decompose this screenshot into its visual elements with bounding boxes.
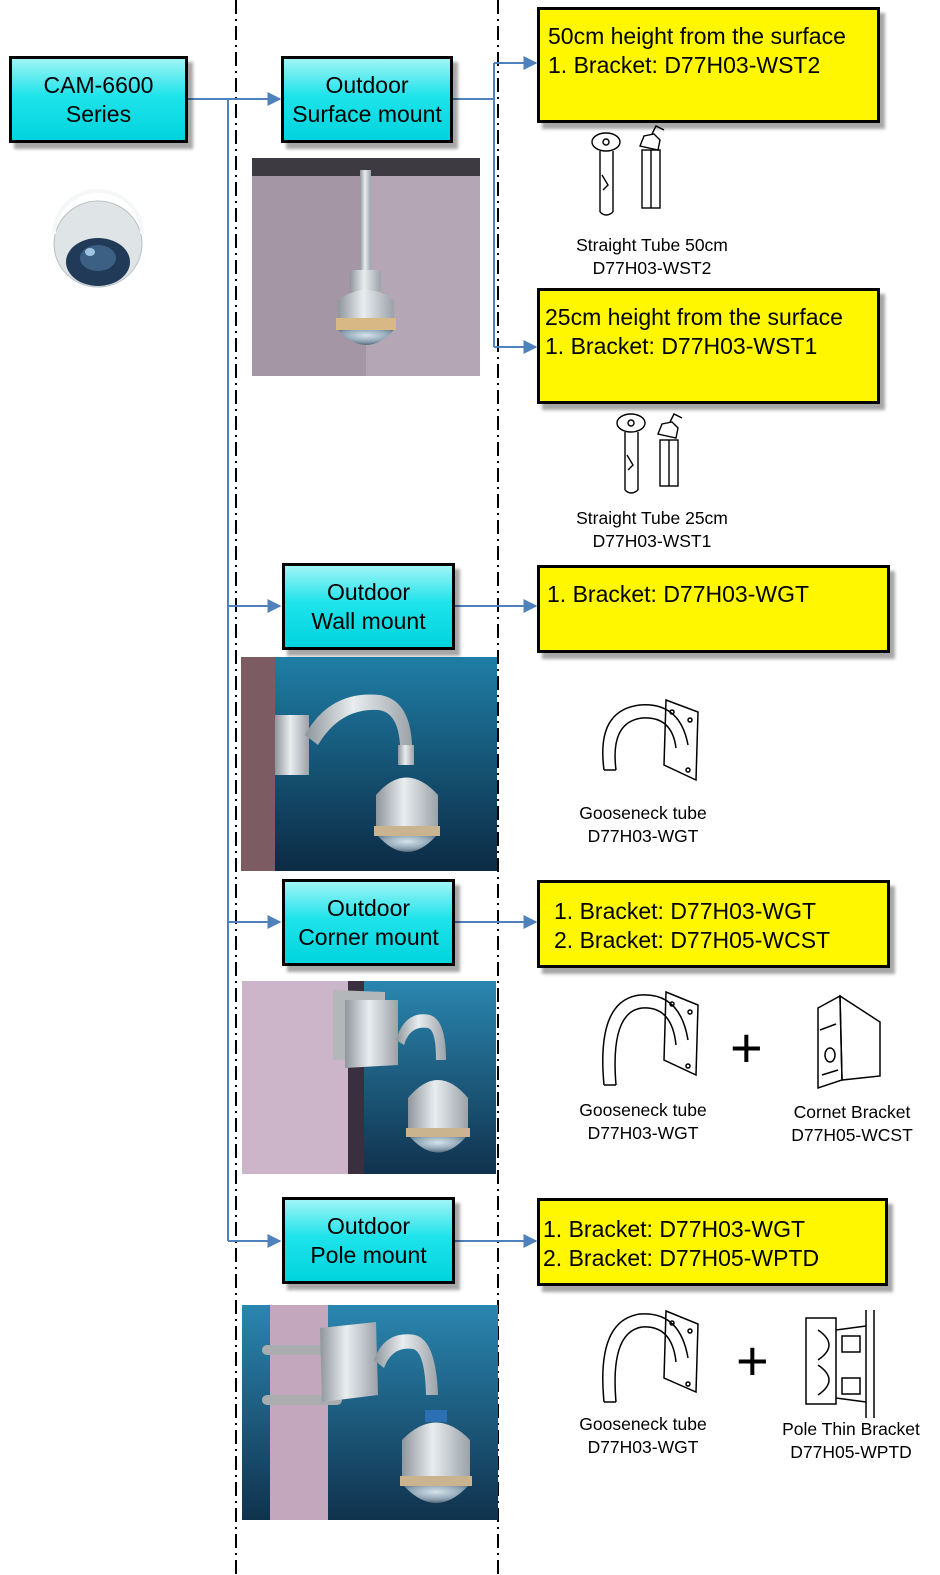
wall-mount-box: Outdoor Wall mount (282, 563, 455, 650)
part-name: Gooseneck tube (579, 1414, 707, 1434)
plus-sign-corner: + (730, 1016, 763, 1079)
pole-mount-box: Outdoor Pole mount (282, 1197, 455, 1284)
mount-label-line2: Wall mount (311, 607, 426, 634)
mount-label-line2: Corner mount (298, 923, 439, 950)
camera-series-line2: Series (65, 100, 132, 127)
corner-mount-photo (242, 981, 496, 1174)
part-caption-gooseneck-corner: Gooseneck tube D77H03-WGT (558, 1099, 728, 1145)
part-caption-pole-thin-bracket: Pole Thin Bracket D77H05-WPTD (768, 1418, 934, 1464)
pole-mount-photo (242, 1305, 498, 1520)
gooseneck-tube-drawing-3 (602, 1309, 699, 1403)
mount-label-line1: Outdoor (326, 578, 411, 605)
connector-lines (188, 56, 538, 1248)
camera-series-box: CAM-6600 Series (9, 56, 188, 143)
part-name: Pole Thin Bracket (782, 1419, 920, 1439)
bracket-line: 1. Bracket: D77H03-WST1 (545, 333, 818, 359)
wall-mount-photo (241, 657, 497, 871)
pole-thin-bracket-drawing (805, 1310, 875, 1418)
part-name: Straight Tube 25cm (576, 508, 728, 528)
part-name: Straight Tube 50cm (576, 235, 728, 255)
mount-label-line1: Outdoor (326, 1212, 411, 1239)
bracket-line: 50cm height from the surface (548, 23, 846, 49)
bracket-box-wst1: 25cm height from the surface 1. Bracket:… (537, 288, 880, 404)
part-code: D77H03-WST1 (592, 531, 712, 551)
part-code: D77H03-WGT (587, 826, 699, 846)
dome-camera-icon (52, 189, 144, 288)
bracket-line: 1. Bracket: D77H03-WGT (554, 898, 817, 924)
bracket-line: 2. Bracket: D77H05-WCST (554, 927, 831, 953)
mount-label-line2: Surface mount (292, 100, 442, 127)
part-caption-gooseneck-wall: Gooseneck tube D77H03-WGT (558, 802, 728, 848)
surface-mount-photo (252, 158, 480, 376)
mount-label-line1: Outdoor (326, 894, 411, 921)
surface-mount-box: Outdoor Surface mount (281, 56, 453, 143)
part-caption-straight-tube-25: Straight Tube 25cm D77H03-WST1 (558, 507, 746, 553)
part-code: D77H05-WCST (791, 1125, 913, 1145)
corner-bracket-drawing (817, 994, 881, 1090)
mount-label-line1: Outdoor (325, 71, 409, 98)
part-name: Gooseneck tube (579, 803, 707, 823)
camera-series-line1: CAM-6600 (43, 71, 154, 98)
bracket-box-pole: 1. Bracket: D77H03-WGT 2. Bracket: D77H0… (537, 1198, 888, 1286)
bracket-line: 2. Bracket: D77H05-WPTD (543, 1245, 820, 1271)
part-caption-cornet-bracket: Cornet Bracket D77H05-WCST (774, 1101, 930, 1147)
gooseneck-tube-drawing-2 (602, 990, 699, 1086)
part-code: D77H03-WGT (587, 1123, 699, 1143)
bracket-line: 1. Bracket: D77H03-WGT (543, 1216, 806, 1242)
part-code: D77H03-WGT (587, 1437, 699, 1457)
straight-tube-50cm-drawing (591, 125, 665, 216)
straight-tube-25cm-drawing (616, 413, 683, 494)
part-caption-straight-tube-50: Straight Tube 50cm D77H03-WST2 (558, 234, 746, 280)
part-name: Cornet Bracket (793, 1102, 911, 1122)
bracket-line: 1. Bracket: D77H03-WGT (547, 581, 810, 607)
plus-sign-pole: + (736, 1329, 769, 1392)
bracket-box-wall: 1. Bracket: D77H03-WGT (537, 565, 890, 653)
bracket-line: 25cm height from the surface (545, 304, 843, 330)
part-name: Gooseneck tube (579, 1100, 707, 1120)
bracket-line: 1. Bracket: D77H03-WST2 (548, 52, 821, 78)
bracket-box-wst2: 50cm height from the surface 1. Bracket:… (537, 7, 880, 123)
part-code: D77H05-WPTD (790, 1442, 912, 1462)
part-code: D77H03-WST2 (592, 258, 712, 278)
bracket-box-corner: 1. Bracket: D77H03-WGT 2. Bracket: D77H0… (537, 880, 890, 968)
corner-mount-box: Outdoor Corner mount (282, 879, 455, 966)
part-caption-gooseneck-pole: Gooseneck tube D77H03-WGT (558, 1413, 728, 1459)
gooseneck-tube-drawing-1 (602, 698, 699, 782)
mount-label-line2: Pole mount (310, 1241, 427, 1268)
